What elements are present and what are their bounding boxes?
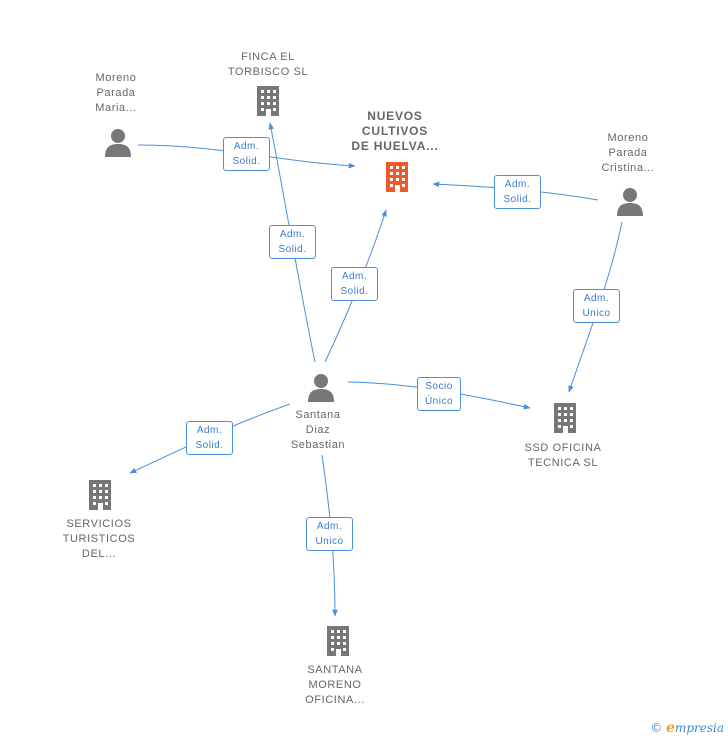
brand-initial: e — [666, 720, 675, 736]
node-label-servicios[interactable]: SERVICIOS TURISTICOS DEL... — [62, 518, 136, 560]
edge-label-adm-unico[interactable]: Adm. Unico — [573, 289, 620, 323]
person-icon[interactable] — [105, 129, 131, 157]
node-label-ssd[interactable]: SSD OFICINA TECNICA SL — [524, 442, 602, 469]
node-label-finca[interactable]: FINCA EL TORBISCO SL — [227, 51, 309, 78]
brand-name: mpresia — [674, 721, 724, 735]
edge-label-adm-solid[interactable]: Adm. Solid. — [331, 267, 378, 301]
brand-footer: © empresia — [650, 720, 724, 736]
edge-label-adm-solid[interactable]: Adm. Solid. — [269, 225, 316, 259]
edge-label-socio-unico[interactable]: Socio Único — [417, 377, 461, 411]
building-icon[interactable] — [257, 86, 279, 116]
edge-label-adm-solid[interactable]: Adm. Solid. — [494, 175, 541, 209]
node-label-moreno-maria[interactable]: Moreno Parada Maria... — [95, 72, 137, 114]
node-label-santana[interactable]: Santana Diaz Sebastian — [290, 409, 346, 451]
building-icon[interactable] — [386, 162, 408, 192]
edge-label-adm-solid[interactable]: Adm. Solid. — [186, 421, 233, 455]
person-icon[interactable] — [617, 188, 643, 216]
edge-label-adm-solid[interactable]: Adm. Solid. — [223, 137, 270, 171]
edges — [129, 122, 623, 617]
building-icon[interactable] — [89, 480, 111, 510]
building-icon[interactable] — [554, 403, 576, 433]
building-icon[interactable] — [327, 626, 349, 656]
copyright-icon: © — [650, 721, 663, 735]
edge-label-adm-unico[interactable]: Adm. Unico — [306, 517, 353, 551]
node-label-moreno-cristina[interactable]: Moreno Parada Cristina... — [601, 132, 655, 174]
node-label-nuevos[interactable]: NUEVOS CULTIVOS DE HUELVA... — [351, 109, 439, 153]
person-icon[interactable] — [308, 374, 334, 402]
node-label-santana-moreno[interactable]: SANTANA MORENO OFICINA... — [305, 664, 365, 706]
